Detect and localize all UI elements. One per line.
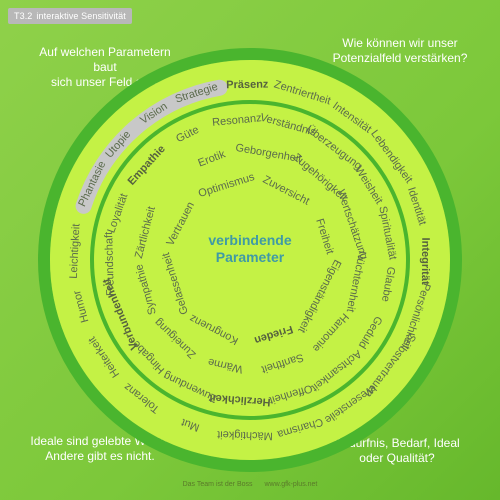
ring-word: Mut (180, 416, 201, 434)
question-line: Bedürfnis, Bedarf, Ideal (334, 436, 460, 450)
ring-word: Mächtigkeit (217, 428, 273, 442)
wheel-disc (50, 60, 450, 460)
question-line: Andere gibt es nicht. (45, 449, 155, 463)
ring-word: Herzlichkeit (208, 391, 271, 408)
section-title: interaktive Sensitivität (36, 11, 126, 21)
footer-link: www.gfk-plus.net (264, 481, 318, 488)
center-title-line: verbindende (208, 232, 291, 248)
question-line: Potenzialfeld verstärken? (332, 51, 468, 65)
ring-word: Integrität (419, 238, 431, 285)
ring-word: Freundschaft (103, 232, 117, 297)
question-line: Auf welchen Parametern baut (39, 45, 171, 74)
footer: Das Team ist der Boss www.gfk-plus.net (0, 481, 500, 488)
highlight-layer (75, 79, 228, 214)
highlight-band (75, 79, 228, 214)
ring-word: Präsenz (226, 79, 269, 92)
section-code: T3.2 (14, 11, 33, 21)
question-line: Wie können wir unser (342, 36, 458, 50)
outer-ring (38, 48, 462, 472)
question-bottom-right: Bedürfnis, Bedarf, Ideal oder Qualität? (322, 436, 472, 466)
ring-word: Resonanz (212, 112, 262, 129)
question-top-left: Auf welchen Parametern baut sich unser F… (30, 45, 180, 90)
center-title-line: Parameter (216, 249, 285, 265)
footer-text: Das Team ist der Boss (182, 481, 253, 488)
inner-ring (90, 100, 410, 420)
question-line: oder Qualität? (359, 451, 435, 465)
ring-word: Leichtigkeit (68, 223, 83, 279)
question-top-right: Wie können wir unser Potenzialfeld verst… (320, 36, 480, 66)
